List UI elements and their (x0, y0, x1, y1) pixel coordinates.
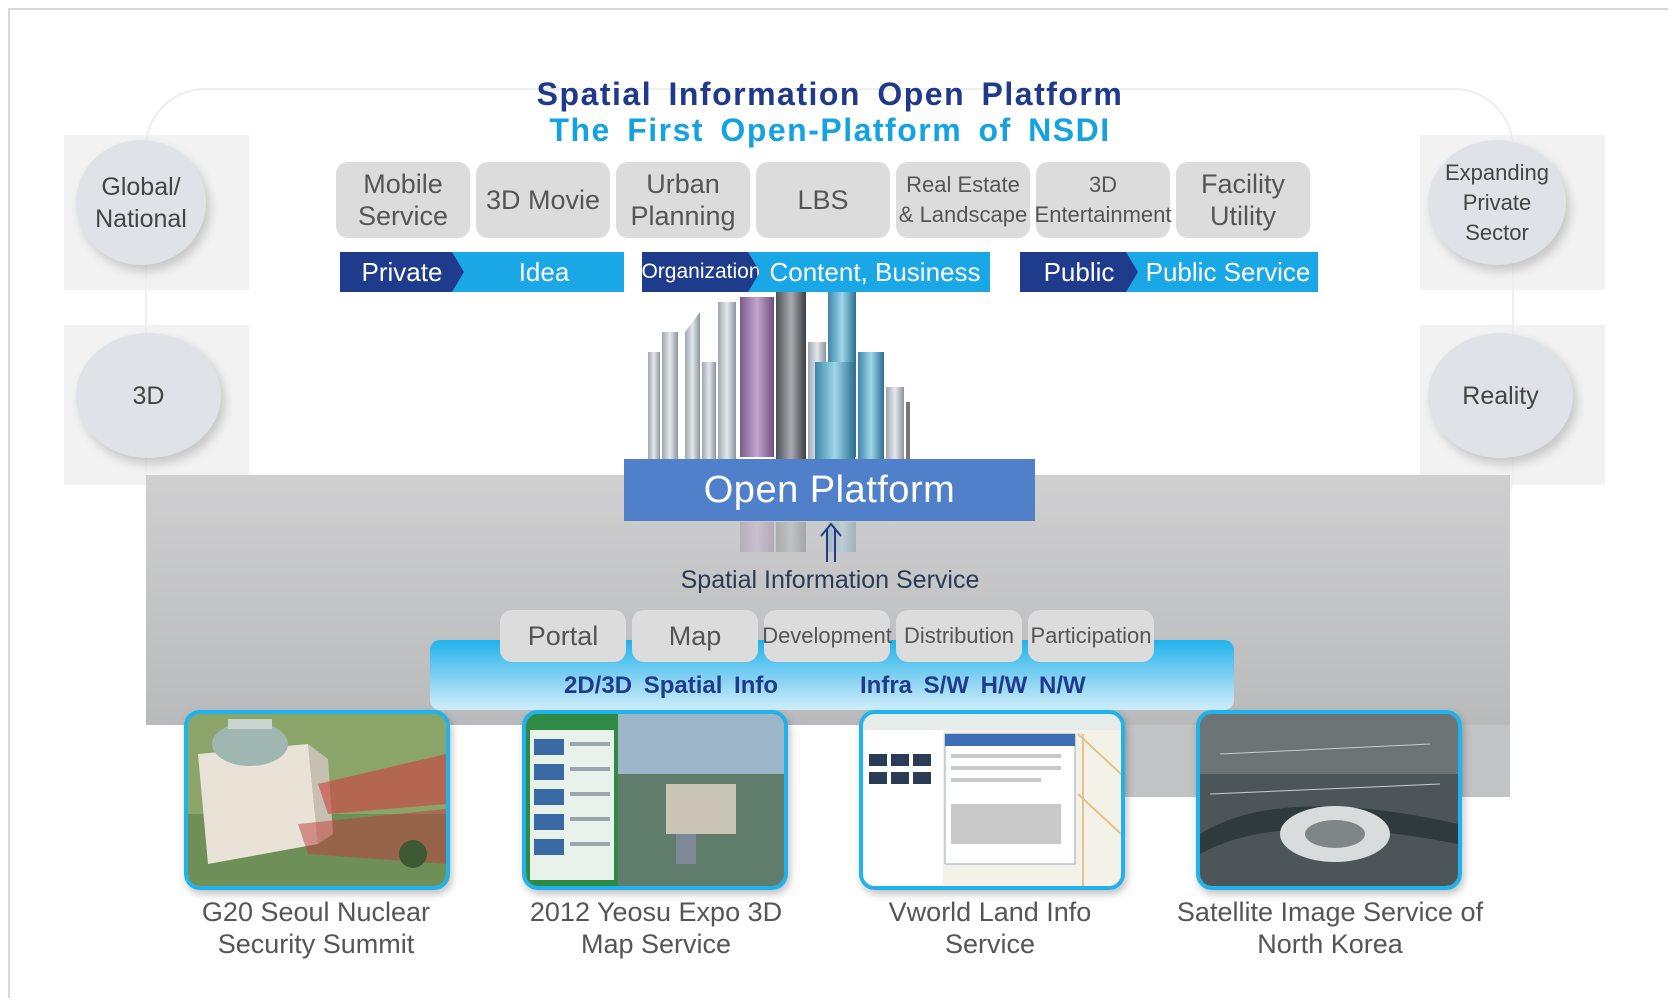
diagram-title: Spatial Information Open Platform (536, 76, 1124, 112)
app-urban-planning: Urban Planning (616, 162, 750, 238)
vworld-image (859, 710, 1125, 890)
spatial-information-service-label: Spatial Information Service (680, 566, 980, 594)
satellite-image (1196, 710, 1462, 890)
band-label-infra: Infra S/W H/W N/W (860, 672, 1086, 699)
service-portal: Portal (500, 610, 626, 662)
tag-public-service-label: Public Service (1126, 252, 1318, 292)
tag-content-business: Content, Business (748, 252, 990, 292)
service-distribution: Distribution (896, 610, 1022, 662)
tag-idea: Idea (452, 252, 624, 292)
tag-organization-content: Organization Content, Business (642, 252, 990, 292)
tag-private: Private (340, 252, 464, 292)
tag-public-service: Public Public Service (1020, 252, 1318, 292)
yeosu-expo-image (522, 710, 788, 890)
tag-public: Public (1020, 252, 1138, 292)
frame (8, 8, 1668, 998)
open-platform-box: Open Platform (624, 459, 1035, 521)
service-development: Development (762, 610, 892, 662)
app-lbs: LBS (756, 162, 890, 238)
bubble-global-national: Global/ National (76, 140, 206, 265)
band-label-spatial-info: 2D/3D Spatial Info (564, 672, 779, 699)
caption-satellite: Satellite Image Service of North Korea (1176, 897, 1484, 959)
up-arrow-icon (820, 522, 842, 562)
tag-private-idea: Private Idea (340, 252, 624, 292)
bubble-3d: 3D (76, 333, 221, 458)
app-facility-utility: Facility Utility (1176, 162, 1310, 238)
service-participation: Participation (1028, 610, 1154, 662)
tag-organization: Organization (642, 252, 760, 292)
bubble-reality: Reality (1428, 333, 1573, 458)
diagram-subtitle: The First Open-Platform of NSDI (549, 112, 1111, 148)
caption-vworld: Vworld Land Info Service (888, 897, 1092, 959)
caption-g20: G20 Seoul Nuclear Security Summit (201, 897, 431, 959)
app-real-estate-landscape: Real Estate & Landscape (896, 162, 1030, 238)
bubble-expanding-private-sector: Expanding Private Sector (1428, 140, 1566, 265)
caption-yeosu: 2012 Yeosu Expo 3D Map Service (529, 897, 783, 959)
city-skyline-image (648, 292, 910, 552)
app-3d-entertainment: 3D Entertainment (1035, 162, 1172, 238)
app-3d-movie: 3D Movie (476, 162, 610, 238)
app-mobile-service: Mobile Service (336, 162, 470, 238)
g20-summit-image (184, 710, 450, 890)
service-map: Map (632, 610, 758, 662)
